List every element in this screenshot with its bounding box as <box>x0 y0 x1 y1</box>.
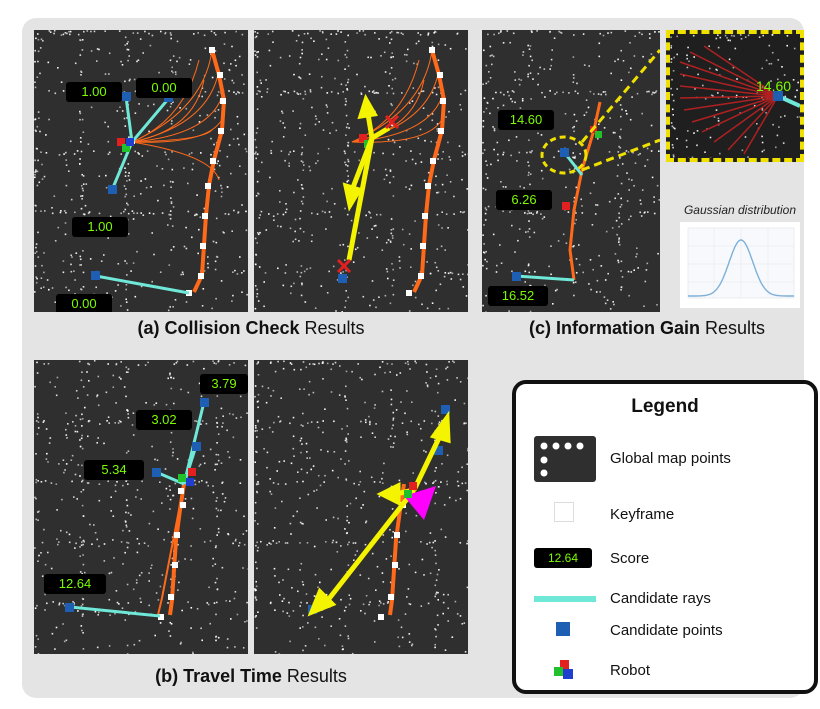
map-points <box>34 30 248 312</box>
info-rays <box>679 45 779 155</box>
candidate-points <box>91 92 173 280</box>
legend-label: Robot <box>610 662 651 679</box>
map-b2 <box>254 360 468 654</box>
zoom-connector <box>580 49 660 143</box>
score-label: 3.79 <box>200 374 248 394</box>
legend-label: Candidate rays <box>610 590 711 607</box>
zoom-rays <box>670 34 800 158</box>
score-label: 12.64 <box>44 574 106 594</box>
zoom-score-text: 14.60 <box>756 78 792 94</box>
panel-travel-time-left: 3.79 3.02 5.34 12.64 <box>34 360 248 654</box>
robot-icon <box>178 468 196 486</box>
score-label: 1.00 <box>72 217 128 237</box>
candidate-points <box>338 274 347 283</box>
global-map-points-icon <box>534 436 596 482</box>
map-c <box>482 30 660 312</box>
map-points <box>254 30 468 312</box>
candidate-points <box>308 405 450 614</box>
legend-label: Global map points <box>610 450 731 467</box>
panel-information-gain: 14.60 6.26 16.52 <box>482 30 660 312</box>
keyframes <box>158 488 186 620</box>
yellow-arrows <box>307 410 451 617</box>
gaussian-title: Gaussian distribution <box>683 203 797 217</box>
zoom-inset: 14.60 <box>666 30 804 162</box>
zoom-connector <box>581 138 660 172</box>
score-label: 5.34 <box>84 460 144 480</box>
score-label: 0.00 <box>56 294 112 312</box>
gaussian-plot <box>680 222 800 308</box>
caption-information-gain: (c) Information Gain Results <box>528 318 766 338</box>
yellow-arrows <box>342 93 391 261</box>
map-b1 <box>34 360 248 654</box>
panel-travel-time-right <box>254 360 468 654</box>
score-sample: 12.64 <box>534 548 592 568</box>
keyframes <box>406 47 446 296</box>
candidate-rays-icon <box>534 596 596 602</box>
robot-icon <box>554 660 576 682</box>
legend-box: Legend Global map points Keyframe 12.64 … <box>512 380 818 694</box>
map-points <box>254 360 468 654</box>
legend-label: Candidate points <box>610 622 723 639</box>
legend-label: Keyframe <box>610 506 675 523</box>
robot-icon <box>117 138 134 152</box>
caption-travel-time: (b) Travel Time Results <box>155 666 347 686</box>
caption-collision-check: (a) Collision Check Results <box>137 318 365 338</box>
trajectory-path <box>568 101 602 281</box>
score-label: 0.00 <box>136 78 192 98</box>
trajectory-path <box>192 49 227 293</box>
candidate-points-icon <box>556 622 570 636</box>
figure-container: 1.00 0.00 1.00 0.00 <box>22 18 818 698</box>
keyframe-icon <box>554 502 574 522</box>
map-points <box>482 30 660 312</box>
collision-x-icon <box>336 114 400 274</box>
candidate-points <box>512 148 569 281</box>
trajectory-path <box>412 49 447 293</box>
robot-icon <box>404 482 417 498</box>
zoom-highlight-circle <box>540 135 588 175</box>
legend-label: Score <box>610 550 650 567</box>
map-a2 <box>254 30 468 312</box>
score-label: 14.60 <box>498 110 554 130</box>
score-label: 1.00 <box>66 82 122 102</box>
panel-collision-check-right <box>254 30 468 312</box>
map-a1 <box>34 30 248 312</box>
candidate-point <box>773 91 783 101</box>
gaussian-curve <box>687 227 795 299</box>
panel-collision-check-left: 1.00 0.00 1.00 0.00 <box>34 30 248 312</box>
score-label: 3.02 <box>136 410 192 430</box>
candidate-points <box>65 398 209 612</box>
score-label: 6.26 <box>496 190 552 210</box>
legend-title: Legend <box>631 396 699 417</box>
score-label: 16.52 <box>488 286 548 306</box>
